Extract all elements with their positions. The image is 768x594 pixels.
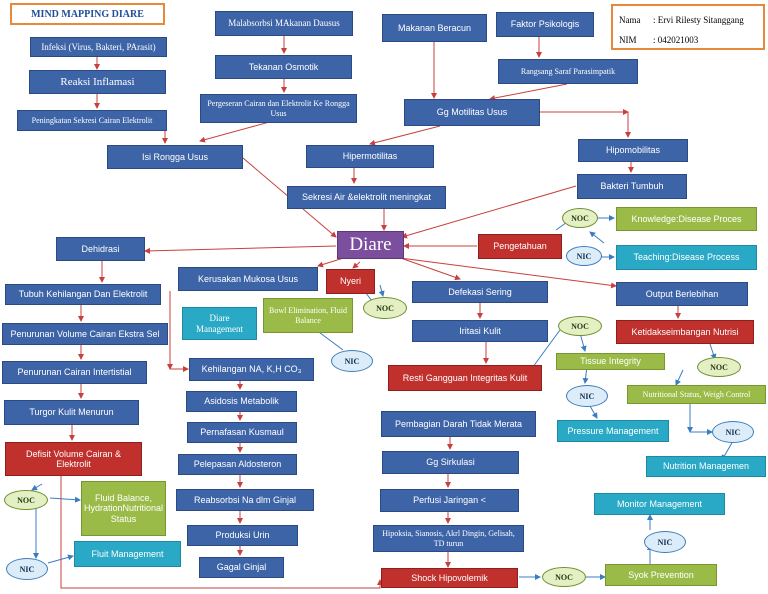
nic-nutrisi: NIC — [712, 421, 754, 443]
nim-label: NIM — [619, 35, 637, 45]
noc-shock: NOC — [542, 567, 586, 587]
node-pembagian-darah: Pembagian Darah Tidak Merata — [381, 411, 536, 437]
node-malabsorbsi: Malabsorbsi MAkanan Dausus — [215, 11, 353, 36]
outcome-pressure-management: Pressure Management — [557, 420, 669, 442]
node-kehilangan-na: Kehilangan NA, K,H CO₃ — [189, 358, 314, 381]
node-sekresi-air: Sekresi Air &elektrolit meningkat — [287, 186, 446, 209]
identity-panel: Nama : Ervi Rilesty Sitanggang NIM : 04202… — [611, 4, 765, 50]
node-rangsang-saraf: Rangsang Saraf Parasimpatik — [498, 59, 638, 84]
node-pengetahuan: Pengetahuan — [478, 234, 562, 259]
node-diare-center: Diare — [337, 231, 404, 259]
node-output-berlebihan: Output Berlebihan — [616, 282, 748, 306]
node-iritasi-kulit: Iritasi Kulit — [412, 320, 548, 342]
node-faktor-psikologis: Faktor Psikologis — [496, 12, 594, 37]
outcome-diare-management: Diare Management — [182, 307, 257, 340]
nic-defisit: NIC — [6, 558, 48, 580]
outcome-tissue-integrity: Tissue Integrity — [556, 353, 665, 370]
nic-shock: NIC — [644, 531, 686, 553]
node-resti-gangguan: Resti Gangguan Integritas Kulit — [388, 365, 542, 391]
node-penurunan-volume: Penurunan Volume Cairan Ekstra Sel — [2, 323, 168, 345]
outcome-fluit-management: Fluit Management — [74, 541, 181, 567]
node-reabsorbsi: Reabsorbsi Na dlm Ginjal — [176, 489, 314, 511]
outcome-nutritional-status: Nutritional Status, Weigh Control — [627, 385, 766, 404]
outcome-syok-prevention: Syok Prevention — [605, 564, 717, 586]
noc-pengetahuan: NOC — [562, 208, 598, 228]
node-tubuh-kehilangan: Tubuh Kehilangan Dan Elektrolit — [5, 284, 161, 305]
node-makanan-beracun: Makanan Beracun — [382, 14, 487, 42]
node-hipoksia: Hipoksia, Sianosis, Akrl Dingin, Gelisah… — [373, 525, 524, 552]
node-dehidrasi: Dehidrasi — [56, 237, 145, 261]
node-penurunan-intertistial: Penurunan Cairan Intertistial — [2, 361, 147, 384]
outcome-nutrition-management: Nutrition Managemen — [646, 456, 766, 477]
node-hipermotilitas: Hipermotilitas — [306, 145, 434, 168]
node-pelepasan: Pelepasan Aldosteron — [178, 454, 297, 475]
node-isi-rongga-usus: Isi Rongga Usus — [107, 145, 243, 169]
outcome-monitor-management: Monitor Management — [594, 493, 725, 515]
node-defekasi-sering: Defekasi Sering — [412, 281, 548, 303]
node-gg-motilitas-usus: Gg Motilitas Usus — [404, 99, 540, 126]
name-label: Nama — [619, 15, 641, 25]
node-turgor-kulit: Turgor Kulit Menurun — [4, 400, 139, 425]
noc-resti: NOC — [558, 316, 602, 336]
noc-nyeri: NOC — [363, 297, 407, 319]
node-gagal-ginjal: Gagal Ginjal — [199, 557, 284, 578]
outcome-bowel-elimination: Bowl Elimination, Fluid Balance — [263, 298, 353, 333]
outcome-fluid-balance: Fluid Balance, HydrationNutritional Stat… — [81, 481, 166, 536]
node-perfusi-jaringan: Perfusi Jaringan < — [380, 489, 519, 512]
node-produksi-urin: Produksi Urin — [187, 525, 298, 546]
noc-nutrisi: NOC — [697, 357, 741, 377]
node-infeksi: Infeksi (Virus, Bakteri, PArasit) — [30, 37, 167, 57]
node-tekanan-osmotik: Tekanan Osmotik — [215, 55, 352, 79]
node-pernafasan: Pernafasan Kusmaul — [187, 422, 297, 443]
nim-value: : 042021003 — [653, 35, 699, 45]
noc-defisit: NOC — [4, 490, 48, 510]
node-shock-hipovolemik: Shock Hipovolemik — [381, 568, 518, 588]
node-gg-sirkulasi: Gg Sirkulasi — [382, 451, 519, 474]
node-ketidakseimbangan-nutrisi: Ketidakseimbangan Nutrisi — [616, 320, 754, 344]
node-defisit-volume: Defisit Volume Cairan & Elektrolit — [5, 442, 142, 476]
node-hipomobilitas: Hipomobilitas — [578, 139, 688, 162]
node-kerusakan-mukosa: Kerusakan Mukosa Usus — [178, 267, 318, 291]
node-peningkatan-sekresi: Peningkatan Sekresi Cairan Elektrolit — [17, 110, 167, 131]
outcome-knowledge: Knowledge:Disease Proces — [616, 207, 757, 231]
nic-pengetahuan: NIC — [566, 246, 602, 266]
outcome-teaching: Teaching:Disease Process — [616, 245, 757, 270]
node-nyeri: Nyeri — [326, 269, 375, 294]
nic-nyeri: NIC — [331, 350, 373, 372]
nic-resti: NIC — [566, 385, 608, 407]
name-value: : Ervi Rilesty Sitanggang — [653, 15, 744, 25]
node-bakteri-tumbuh: Bakteri Tumbuh — [577, 174, 687, 199]
node-reaksi-inflamasi: Reaksi Inflamasi — [29, 70, 166, 94]
map-title: MIND MAPPING DIARE — [10, 3, 165, 25]
node-asidosis: Asidosis Metabolik — [186, 391, 297, 412]
node-pergeseran-cairan: Pergeseran Cairan dan Elektrolit Ke Rong… — [200, 94, 357, 123]
